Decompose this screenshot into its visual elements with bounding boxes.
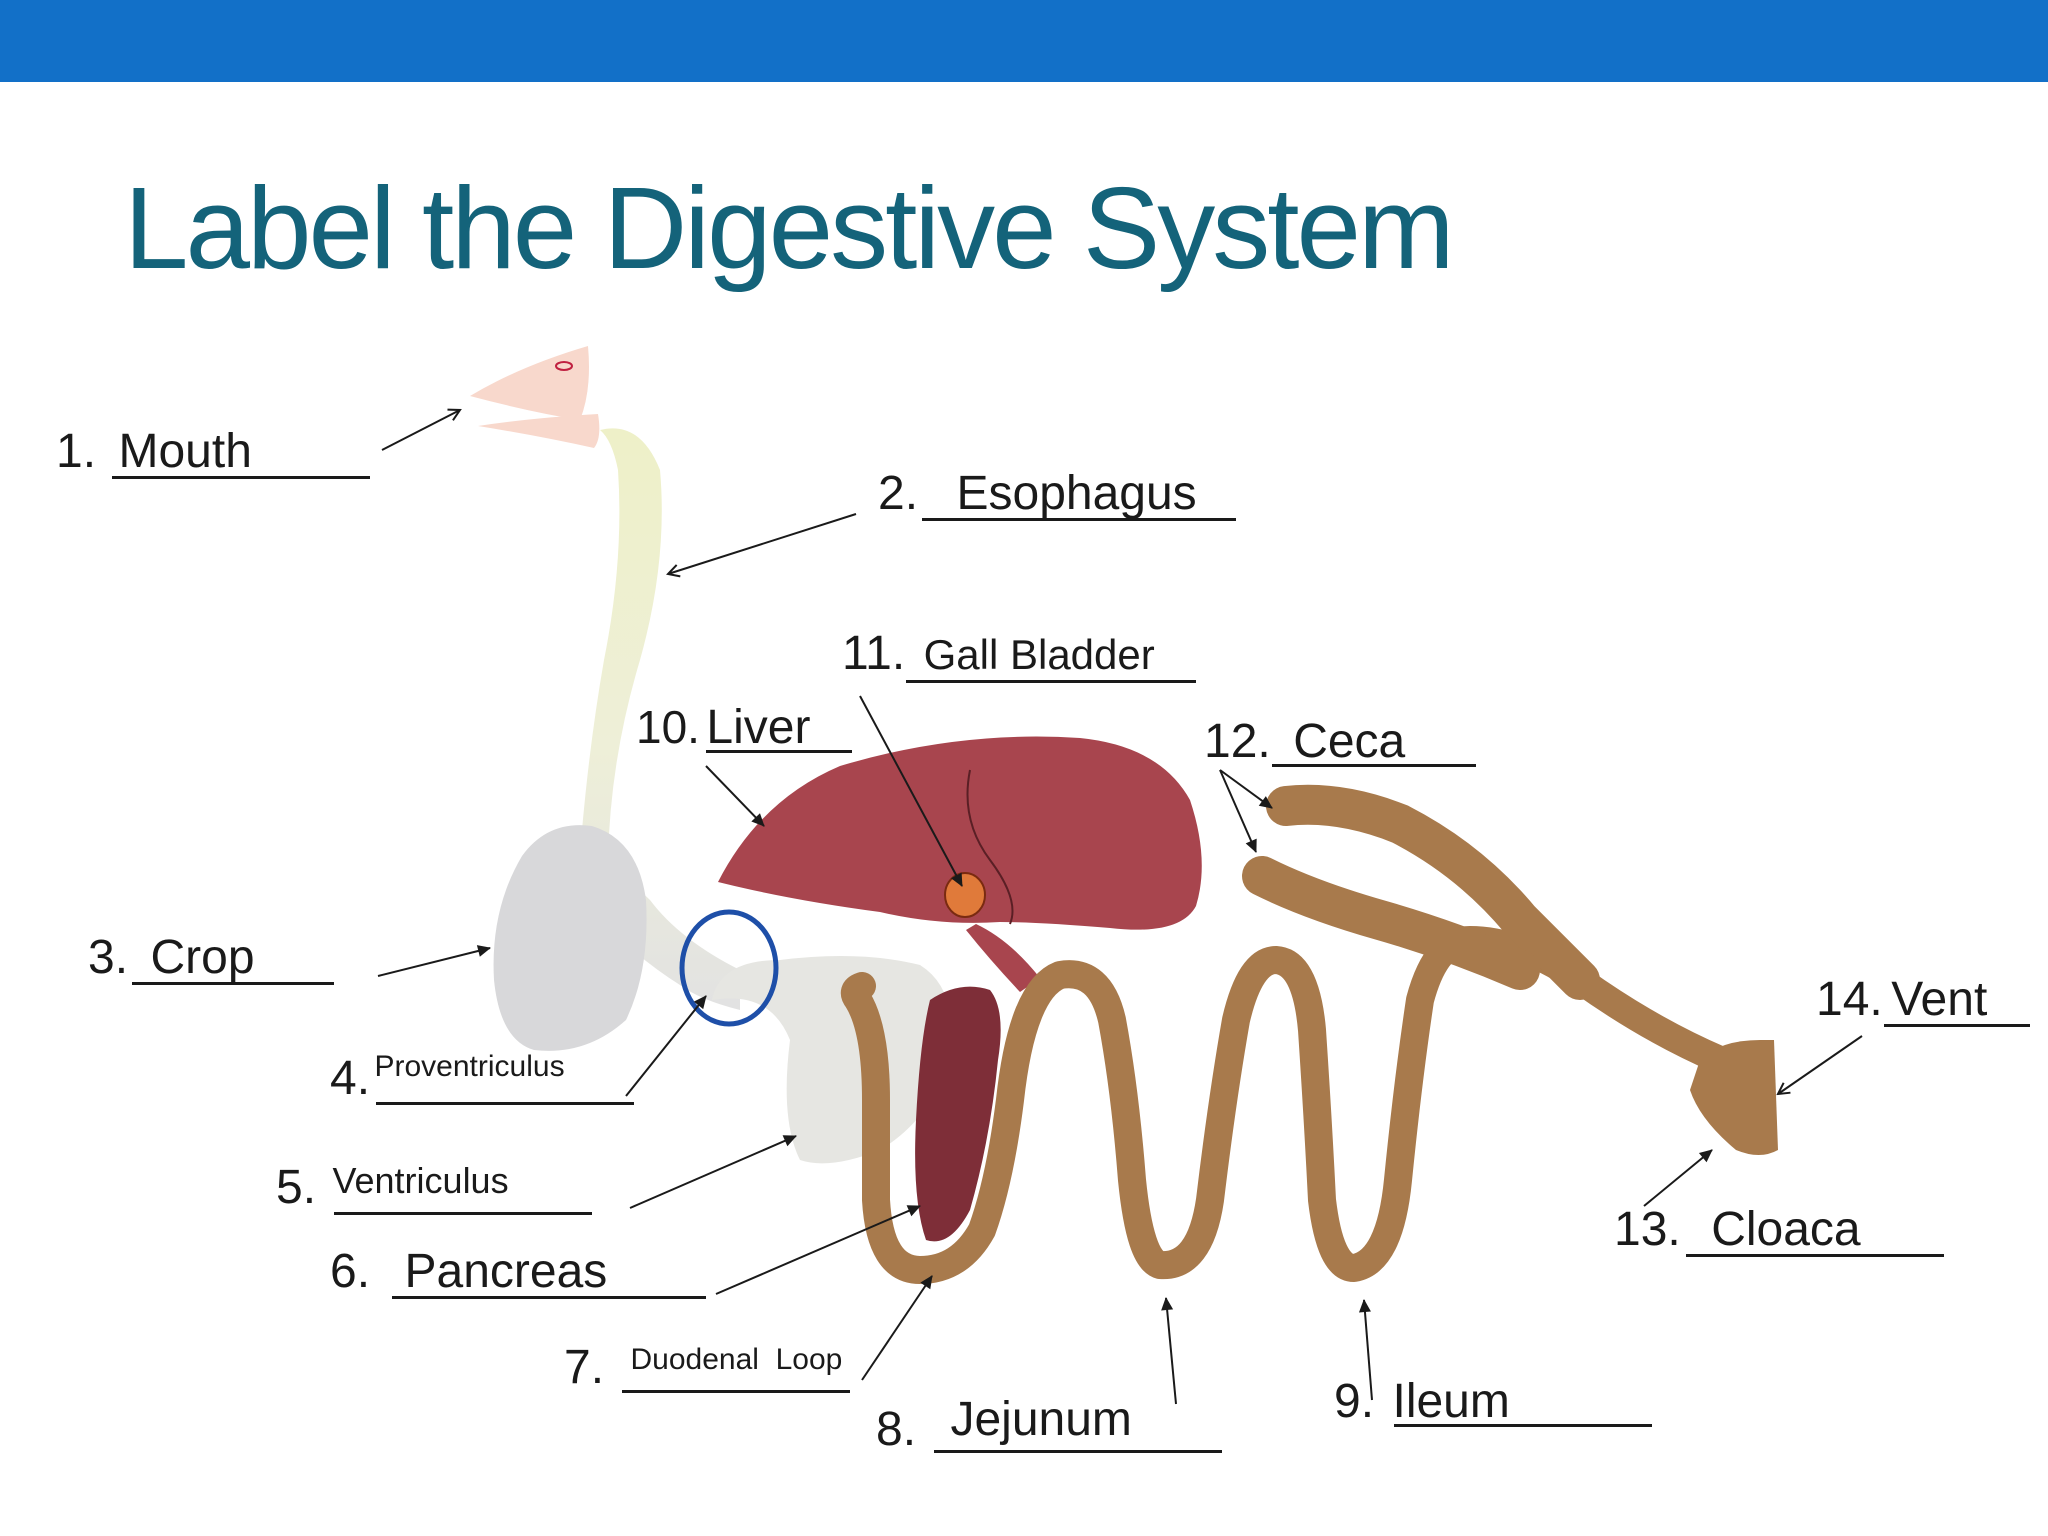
arrow-ceca-upper — [1219, 769, 1273, 809]
arrow-ceca-lower — [1219, 769, 1257, 853]
arrow-esophagus — [668, 513, 857, 574]
crop-shape — [493, 825, 647, 1051]
label-5: 5. Ventriculus — [276, 1160, 509, 1215]
arrow-gall-bladder — [859, 695, 963, 887]
arrow-crop — [377, 945, 491, 977]
label-answer: Proventriculus — [374, 1050, 565, 1083]
pancreas-shape — [915, 986, 1001, 1242]
label-4: 4. Proventriculus — [330, 1050, 565, 1106]
label-number: 4. — [330, 1052, 371, 1105]
label-answer: Esophagus — [956, 467, 1197, 520]
label-6-underline — [392, 1296, 706, 1299]
label-number: 1. — [56, 425, 97, 478]
esophagus-shape — [581, 428, 740, 1010]
label-14-underline — [1884, 1024, 2030, 1027]
label-3: 3. Crop — [88, 930, 255, 985]
label-answer: Vent — [1891, 973, 1988, 1026]
label-12: 12. Ceca — [1204, 714, 1405, 769]
label-3-underline — [132, 982, 334, 985]
label-answer: Gall Bladder — [923, 631, 1155, 678]
label-5-underline — [334, 1212, 592, 1215]
label-answer: Crop — [150, 931, 255, 984]
label-answer: Cloaca — [1711, 1203, 1861, 1256]
label-14: 14. Vent — [1816, 972, 1987, 1027]
label-number: 13. — [1614, 1203, 1681, 1256]
liver-lobe-line — [966, 769, 1014, 925]
arrow-vent — [1778, 1035, 1863, 1094]
label-1: 1. Mouth — [56, 424, 252, 479]
cloaca-shape — [1690, 1040, 1778, 1155]
arrow-proventriculus — [625, 995, 707, 1097]
label-10-underline — [706, 750, 852, 753]
label-answer: Liver — [706, 701, 811, 754]
label-9-underline — [1394, 1424, 1652, 1427]
label-number: 8. — [876, 1403, 917, 1456]
label-8-underline — [934, 1450, 1222, 1453]
label-13-underline — [1686, 1254, 1944, 1257]
label-2: 2. Esophagus — [878, 466, 1197, 521]
label-6: 6. Pancreas — [330, 1244, 607, 1299]
liver-shape — [718, 736, 1202, 930]
label-number: 3. — [88, 931, 129, 984]
label-answer: Mouth — [118, 425, 252, 478]
arrow-duodenal-loop — [861, 1275, 933, 1381]
label-number: 12. — [1204, 715, 1271, 768]
label-number: 7. — [564, 1341, 605, 1394]
leader-lines — [377, 410, 1863, 1405]
label-answer: Ileum — [1392, 1375, 1510, 1428]
arrow-pancreas — [715, 1205, 921, 1295]
label-answer: Pancreas — [404, 1245, 608, 1298]
label-11-underline — [906, 680, 1196, 683]
label-7: 7. Duodenal Loop — [564, 1340, 842, 1395]
ventriculus-shape — [712, 956, 952, 1164]
label-number: 5. — [276, 1161, 317, 1214]
label-number: 2. — [878, 467, 919, 520]
ceca-upper-shape — [1266, 784, 1600, 1000]
arrow-ventriculus — [629, 1135, 797, 1209]
ceca-lower-shape — [1242, 856, 1540, 990]
proventriculus-highlight-circle — [679, 909, 779, 1027]
label-answer: Duodenal Loop — [630, 1343, 843, 1376]
header-bar — [0, 0, 2048, 82]
label-12-underline — [1272, 764, 1476, 767]
label-number: 14. — [1816, 973, 1883, 1026]
label-answer: Jejunum — [950, 1393, 1132, 1446]
label-9: 9. Ileum — [1334, 1374, 1510, 1429]
beak-shape — [470, 346, 600, 448]
label-2-underline — [922, 518, 1236, 521]
label-10: 10. Liver — [636, 700, 810, 755]
slide-title: Label the Digestive System — [124, 163, 1455, 293]
label-1-underline — [112, 476, 370, 479]
label-13: 13. Cloaca — [1614, 1202, 1861, 1257]
gall-bladder-shape — [944, 872, 986, 918]
arrow-jejunum — [1161, 1297, 1177, 1405]
duodenal-loop-shape — [840, 972, 876, 1014]
arrow-liver — [705, 765, 765, 827]
label-number: 6. — [330, 1245, 371, 1298]
label-11: 11. Gall Bladder — [842, 626, 1155, 681]
label-number: 9. — [1334, 1375, 1375, 1428]
label-number: 11. — [842, 627, 906, 680]
label-number: 10. — [636, 701, 700, 753]
arrow-cloaca — [1643, 1149, 1713, 1207]
label-7-underline — [622, 1390, 850, 1393]
arrow-ileum — [1358, 1299, 1373, 1401]
label-8: 8. Jejunum — [876, 1392, 1132, 1457]
label-answer: Ceca — [1293, 715, 1406, 768]
label-4-underline — [376, 1102, 634, 1105]
label-answer: Ventriculus — [332, 1160, 509, 1201]
liver-stem — [966, 924, 1040, 992]
arrow-mouth — [381, 410, 460, 451]
